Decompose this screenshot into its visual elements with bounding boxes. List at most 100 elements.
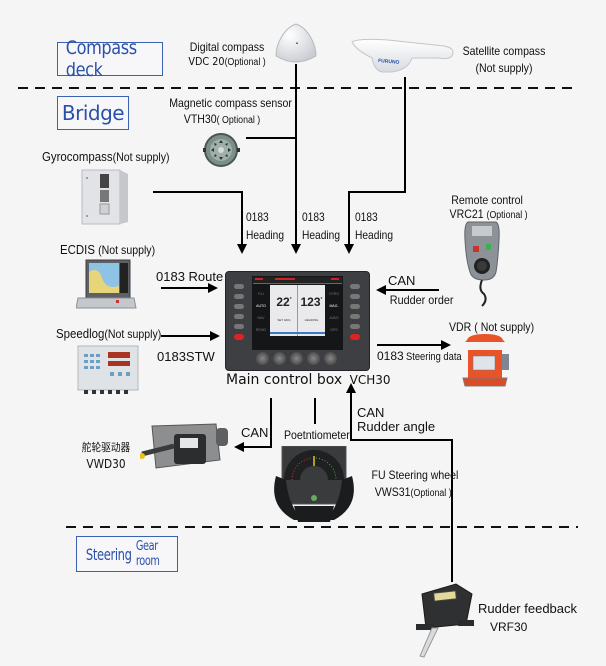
control-knob[interactable] <box>290 352 303 365</box>
gyro-heading-label: 0183 Heading <box>246 210 284 242</box>
digital-heading-protocol: 0183 <box>302 210 325 224</box>
satellite-compass-note: (Not supply) <box>475 61 533 75</box>
zone-bridge: Bridge <box>57 96 129 130</box>
rudder-angle-protocol: CAN <box>357 405 385 420</box>
gyrocompass-image <box>81 169 128 225</box>
wire-satellite-heading <box>344 77 406 254</box>
ecdis-note: (Not supply) <box>98 243 156 257</box>
rudder-feedback-model: VRF30 <box>490 620 528 634</box>
satellite-heading-protocol: 0183 <box>355 210 378 224</box>
satellite-brand: FURUNO <box>378 58 400 66</box>
vdr-label: VDR ( Not supply) <box>449 320 534 334</box>
rudder-feedback-image <box>416 583 474 658</box>
main-control-box-name: Main control box <box>226 372 343 388</box>
control-knob[interactable] <box>256 352 269 365</box>
wire-rudder-angle <box>346 383 453 582</box>
speedlog-stw-label: 0183STW <box>157 349 215 364</box>
zone-steering-gear-room: Steering Gear room <box>76 536 178 572</box>
rudder-driver-label: 舵轮驱动器 VWD30 <box>71 441 141 471</box>
box-button[interactable] <box>234 294 244 299</box>
satellite-compass-image: FURUNO <box>351 38 454 73</box>
satellite-compass-name: Satellite compass <box>462 44 546 58</box>
box-button[interactable] <box>350 284 360 289</box>
ecdis-image <box>76 259 137 309</box>
box-stop-button[interactable] <box>234 334 244 340</box>
control-knob[interactable] <box>324 352 337 365</box>
rudder-driver-name: 舵轮驱动器 <box>81 441 131 454</box>
mode-left-1: AUTO <box>256 304 266 308</box>
control-box-screen: 22° 123° SET HDG HEADING F/U AUTO NAV RE… <box>252 276 343 350</box>
satellite-heading-signal: Heading <box>355 228 393 242</box>
magnetic-compass-name: Magnetic compass sensor <box>169 96 292 110</box>
remote-can-signal: Rudder order <box>389 293 454 307</box>
zone-bridge-label: Bridge <box>61 101 125 125</box>
remote-control-name: Remote control <box>451 193 523 207</box>
steering-wheel-image <box>274 446 354 522</box>
box-button[interactable] <box>234 284 244 289</box>
control-knob[interactable] <box>307 352 320 365</box>
vdr-data-signal: Steering data <box>405 351 462 363</box>
box-stop-button[interactable] <box>350 334 360 340</box>
digital-heading-signal: Heading <box>302 228 340 242</box>
potentiometer-name: Poetntiometer <box>284 428 350 442</box>
mode-left-2: NAV <box>257 316 265 320</box>
magnetic-compass-model: VTH30 <box>183 112 217 126</box>
rudder-driver-model: VWD30 <box>86 457 126 471</box>
gyrocompass-name: Gyrocompass <box>42 149 113 164</box>
steering-wheel-label: FU Steering wheel VWS31(Optional ) <box>368 468 459 501</box>
box-button[interactable] <box>350 324 360 329</box>
main-control-box-model: VCH30 <box>349 373 391 387</box>
digital-compass-label: Digital compass VDC 20(Optional ) <box>187 40 266 70</box>
rudder-feedback-label: Rudder feedback VRF30 <box>478 600 577 636</box>
wire-driver-can <box>234 398 272 452</box>
remote-control-note: (Optional ) <box>486 210 528 221</box>
zone-compass-deck-label: Compass deck <box>65 37 137 81</box>
ecdis-label: ECDIS (Not supply) <box>60 242 156 258</box>
remote-can-label: CAN Rudder order <box>388 273 461 308</box>
mode-right-3: GPS <box>330 328 338 332</box>
ecdis-route-label: 0183 Route <box>156 269 224 284</box>
remote-control-label: Remote control VRC21 (Optional ) <box>444 193 536 223</box>
box-button[interactable] <box>350 314 360 319</box>
remote-control-image <box>464 221 500 307</box>
speedlog-image <box>77 345 139 394</box>
vdr-image <box>462 334 509 387</box>
box-button[interactable] <box>350 294 360 299</box>
main-control-box-image: 22° 123° SET HDG HEADING F/U AUTO NAV RE… <box>225 271 370 371</box>
rudder-driver-image <box>140 423 228 469</box>
vdr-name: VDR <box>449 320 472 334</box>
remote-can-protocol: CAN <box>388 273 416 288</box>
magnetic-compass-image <box>203 133 240 167</box>
digital-compass-image: ▲ <box>275 23 317 63</box>
satellite-compass-label: Satellite compass (Not supply) <box>462 44 546 75</box>
digital-heading-label: 0183 Heading <box>302 210 340 242</box>
speedlog-name: Speedlog <box>56 326 105 341</box>
svg-text:▲: ▲ <box>295 40 299 45</box>
gyrocompass-label: Gyrocompass(Not supply) <box>42 149 170 165</box>
remote-control-model: VRC21 <box>449 207 484 221</box>
box-button[interactable] <box>234 324 244 329</box>
steering-wheel-model: VWS31 <box>374 485 411 499</box>
set-heading-value: 22 <box>276 295 290 309</box>
rudder-angle-label: CAN Rudder angle <box>357 406 435 434</box>
box-button[interactable] <box>350 304 360 309</box>
wire-gyro-heading <box>153 191 247 254</box>
driver-can-label: CAN <box>241 425 269 440</box>
speedlog-note: (Not supply) <box>104 327 162 341</box>
deg-symbol: ° <box>320 297 323 303</box>
box-button[interactable] <box>234 314 244 319</box>
rudder-feedback-name: Rudder feedback <box>478 601 578 616</box>
magnetic-compass-note: ( Optional ) <box>216 115 261 126</box>
ecdis-name: ECDIS <box>60 242 95 257</box>
box-button[interactable] <box>234 304 244 309</box>
set-heading-label: SET HDG <box>277 318 291 322</box>
mode-right-0: GYRO <box>328 292 340 296</box>
rudder-angle-signal: Rudder angle <box>357 419 436 434</box>
mode-right-2: AVAG <box>329 316 339 320</box>
satellite-heading-label: 0183 Heading <box>355 210 393 242</box>
main-control-box-label: Main control box VCH30 <box>226 372 391 388</box>
control-knob[interactable] <box>273 352 286 365</box>
steering-wheel-note: (Optional ) <box>410 488 452 499</box>
